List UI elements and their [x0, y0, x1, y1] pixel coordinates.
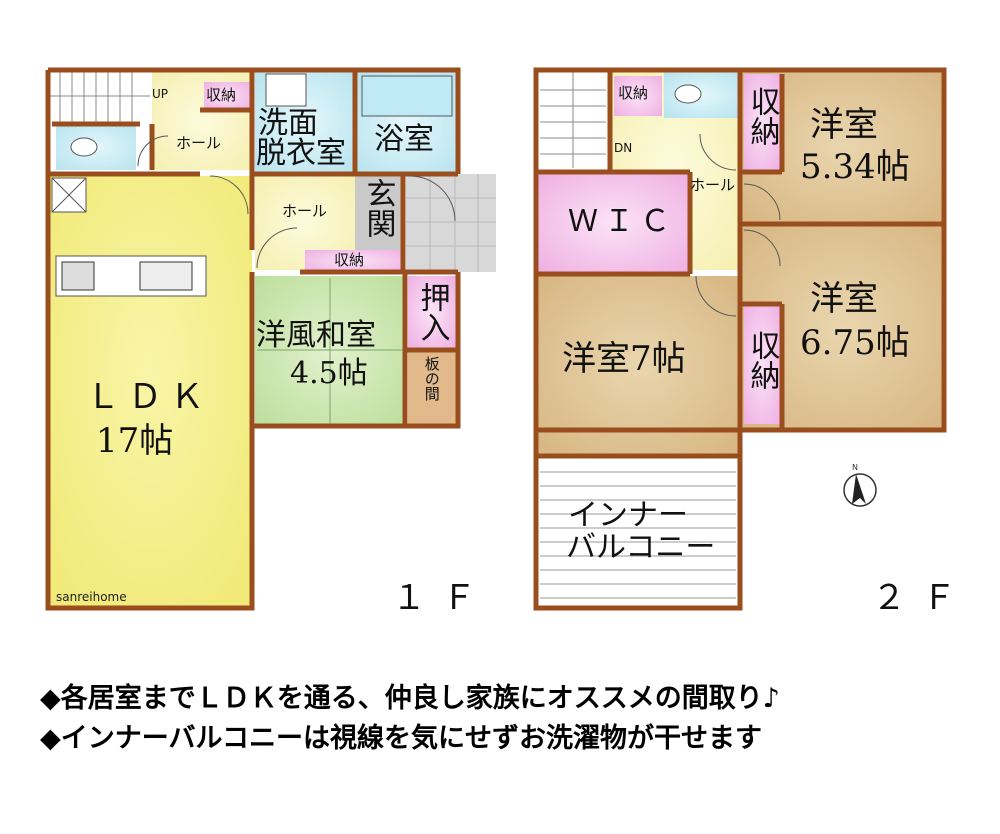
bedroom-c: [538, 276, 738, 454]
storage-top-2f: [614, 76, 662, 116]
washroom-label-line2: 脱衣室: [256, 136, 346, 171]
credit-label: sanreihome: [56, 590, 127, 604]
bathtub: [361, 75, 453, 117]
floor2-doors: [695, 133, 781, 317]
compass-icon: N: [843, 463, 877, 507]
hall-top-label: ホール: [176, 134, 222, 152]
storage-top-label: 収納: [206, 86, 237, 104]
porch-tiles: [406, 174, 496, 272]
japanese-room-label: 洋風和室: [256, 318, 376, 353]
stairs-1f-steps: [50, 72, 150, 122]
storage-a-2f: [744, 74, 780, 170]
storage-b-2f: [744, 306, 780, 424]
storage-b-label: 収納: [744, 330, 780, 390]
wic-label: ＷＩＣ: [568, 204, 676, 239]
bath-label: 浴室: [374, 122, 434, 157]
stairs-2f-steps: [540, 72, 606, 168]
wood-floor-label: 板の間: [422, 356, 441, 401]
balcony-label-line2: バルコニー: [566, 530, 716, 565]
floor1-walls: [45, 67, 461, 611]
kitchen-sink: [139, 261, 193, 291]
bedroom-b-size: 6.75帖: [800, 323, 910, 363]
entrance-porch: [406, 174, 496, 272]
svg-text:N: N: [852, 463, 858, 472]
hall-mid-label: ホール: [282, 202, 328, 220]
washroom-sink: [265, 73, 307, 107]
toilet-2f-fixture: [674, 84, 702, 104]
bedroom-c-label: 洋室7帖: [562, 339, 686, 379]
toilet-1f-fixture: [70, 137, 98, 157]
stove: [61, 261, 95, 291]
bedroom-a-label: 洋室: [810, 105, 878, 145]
storage-a-label: 収納: [744, 86, 780, 146]
floor1-doors: [137, 135, 456, 269]
storage-mid-1f: [305, 250, 403, 272]
japanese-room-size: 4.5帖: [290, 356, 368, 391]
floor2-walls: [533, 67, 947, 611]
floor1-label: １Ｆ: [392, 578, 492, 618]
note-line-1: ◆各居室までＬＤＫを通る、仲良し家族にオススメの間取り♪: [40, 683, 780, 714]
bedroom-b-label: 洋室: [810, 279, 878, 319]
ldk-size: 17帖: [96, 421, 174, 461]
stairs-1f: [48, 70, 152, 124]
hall-2f-label: ホール: [690, 176, 736, 194]
balcony-slats: [540, 471, 736, 599]
entrance-label: 玄関: [360, 178, 396, 238]
floor2-plan: N: [533, 67, 947, 611]
storage-mid-label: 収納: [334, 251, 365, 269]
stairs-up-label: UP: [152, 87, 169, 101]
floor2-label: ２Ｆ: [872, 578, 972, 618]
wood-floor: [408, 352, 456, 426]
storage-top-1f: [204, 82, 250, 110]
wic: [538, 174, 688, 272]
note-line-2: ◆インナーバルコニーは視線を気にせずお洗濯物が干せます: [40, 723, 762, 754]
stairs-down-label: DN: [614, 141, 633, 155]
ldk-label: ＬＤＫ: [86, 377, 212, 417]
storage-top-2f-label: 収納: [618, 84, 649, 102]
balcony-label-line1: インナー: [568, 498, 688, 533]
washroom-label-line1: 洗面: [258, 106, 318, 141]
floor1-plan: [45, 67, 496, 611]
tatami-lines: [257, 278, 403, 424]
bedroom-a-size: 5.34帖: [800, 147, 910, 187]
closet: [408, 276, 456, 348]
closet-label: 押入: [414, 282, 450, 342]
entrance: [355, 174, 403, 250]
room-ldk: [48, 176, 252, 608]
inner-balcony: [538, 458, 738, 608]
